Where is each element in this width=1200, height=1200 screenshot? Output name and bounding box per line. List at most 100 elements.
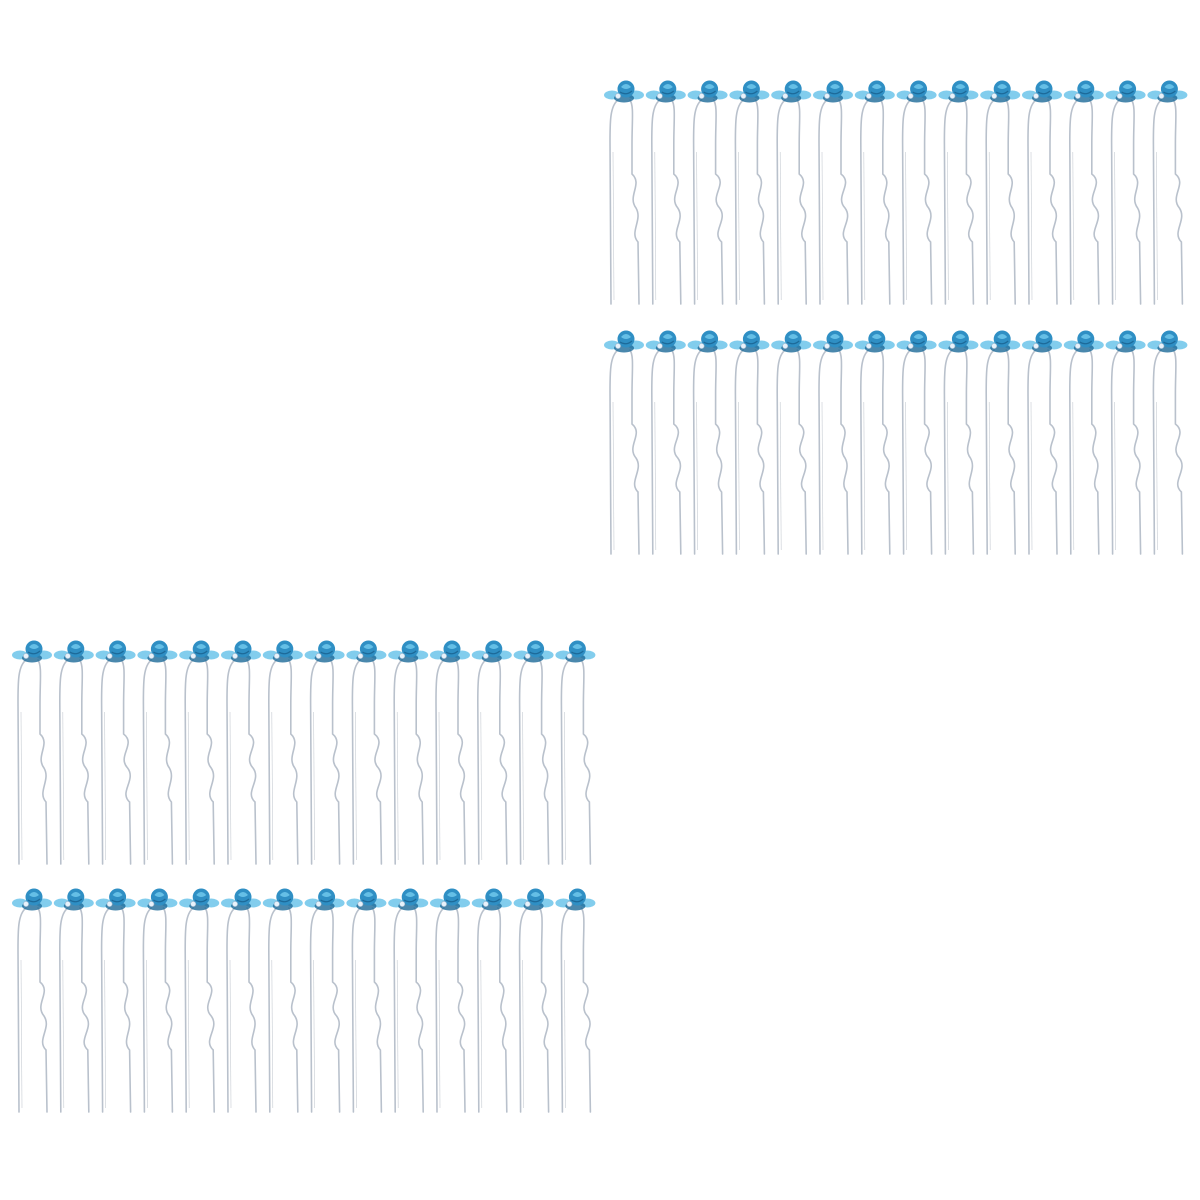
- flower-ornament: [12, 640, 52, 663]
- pin-left-leg: [351, 659, 362, 865]
- pin-left-leg: [985, 99, 995, 305]
- pin-group-top-right: [604, 80, 1188, 555]
- pin-right-leg: [796, 349, 807, 555]
- pin-right-leg: [1047, 349, 1058, 555]
- rose-swirl: [70, 892, 81, 897]
- rose-curl: [1037, 340, 1051, 345]
- pin-shadow: [480, 711, 483, 861]
- pin-shadow: [905, 401, 907, 551]
- rose-curl: [1079, 90, 1093, 95]
- rose-swirl: [955, 334, 966, 339]
- pin-shadow: [1156, 401, 1158, 551]
- rhinestone: [399, 901, 406, 907]
- rose-swirl: [321, 644, 332, 649]
- hair-pin: [221, 640, 261, 865]
- rose-curl: [278, 650, 292, 655]
- pin-left-leg: [692, 349, 703, 555]
- rose-swirl: [321, 892, 332, 897]
- pin-left-leg: [309, 907, 320, 1113]
- flower-ornament: [1105, 80, 1146, 103]
- hair-pin: [980, 80, 1021, 305]
- pin-shadow: [947, 151, 949, 301]
- pin-shadow: [1156, 151, 1158, 301]
- rose-curl: [571, 898, 584, 903]
- flower-ornament: [388, 640, 429, 663]
- rose-swirl: [746, 334, 757, 339]
- rose-curl: [1163, 90, 1176, 95]
- rose-swirl: [1164, 334, 1175, 339]
- rose-swirl: [405, 892, 416, 897]
- hair-pin: [221, 888, 261, 1113]
- hair-pin: [771, 330, 812, 555]
- rose-swirl: [530, 644, 541, 649]
- pin-shadow: [863, 401, 866, 551]
- pin-right-leg: [329, 907, 341, 1113]
- rhinestone: [273, 901, 280, 907]
- pin-right-leg: [796, 99, 807, 305]
- rose-curl: [661, 340, 675, 345]
- hair-pin: [12, 888, 52, 1113]
- rose-swirl: [196, 644, 207, 649]
- rose-swirl: [488, 892, 499, 897]
- rhinestone: [190, 653, 197, 659]
- pin-right-leg: [712, 99, 724, 305]
- rose-curl: [69, 650, 83, 655]
- flower-ornament: [430, 888, 470, 911]
- pin-shadow: [821, 151, 824, 301]
- rhinestone: [441, 653, 447, 659]
- flower-ornament: [604, 330, 644, 353]
- rose-swirl: [154, 644, 165, 649]
- pin-row: [12, 888, 596, 1113]
- rhinestone: [1158, 343, 1165, 349]
- flower-ornament: [687, 80, 728, 103]
- rose-curl: [828, 90, 842, 95]
- rose-swirl: [913, 334, 924, 339]
- flower-ornament: [304, 640, 345, 663]
- pin-left-leg: [1152, 349, 1163, 555]
- flower-ornament: [645, 330, 686, 353]
- rose-curl: [153, 898, 166, 903]
- hair-pin: [980, 330, 1021, 555]
- rose-swirl: [1039, 84, 1049, 89]
- pin-right-leg: [754, 99, 766, 305]
- rhinestone: [566, 901, 573, 907]
- flower-ornament: [729, 80, 770, 103]
- flower-ornament: [137, 888, 178, 911]
- rhinestone: [782, 343, 789, 349]
- hair-pin: [388, 888, 429, 1113]
- rhinestone: [23, 653, 29, 659]
- pin-shadow: [146, 711, 148, 861]
- rhinestone: [865, 343, 872, 349]
- hair-pin: [604, 330, 644, 555]
- rose-swirl: [112, 644, 123, 649]
- pin-left-leg: [901, 99, 912, 305]
- flower-ornament: [262, 640, 303, 663]
- pin-left-leg: [985, 349, 995, 555]
- hair-pin: [430, 640, 470, 865]
- pin-right-leg: [838, 349, 849, 555]
- flower-ornament: [645, 80, 686, 103]
- rose-curl: [1163, 340, 1176, 345]
- rhinestone: [865, 93, 872, 99]
- pin-right-leg: [288, 659, 299, 865]
- pin-right-leg: [329, 659, 341, 865]
- pin-left-leg: [859, 99, 870, 305]
- pin-right-leg: [497, 907, 508, 1113]
- rhinestone: [824, 93, 830, 99]
- pin-shadow: [863, 151, 866, 301]
- pin-left-leg: [943, 349, 954, 555]
- hair-pin: [854, 330, 895, 555]
- pin-left-leg: [435, 659, 445, 865]
- pin-shadow: [1030, 401, 1033, 551]
- pin-right-leg: [671, 349, 682, 555]
- rhinestone: [148, 653, 155, 659]
- pin-right-leg: [538, 907, 550, 1113]
- pin-right-leg: [963, 349, 975, 555]
- rose-swirl: [154, 892, 165, 897]
- hair-pin: [813, 330, 853, 555]
- rose-swirl: [1122, 334, 1133, 339]
- rhinestone: [148, 901, 155, 907]
- pin-right-leg: [838, 99, 849, 305]
- hair-pin: [771, 80, 812, 305]
- hair-pin: [1022, 80, 1062, 305]
